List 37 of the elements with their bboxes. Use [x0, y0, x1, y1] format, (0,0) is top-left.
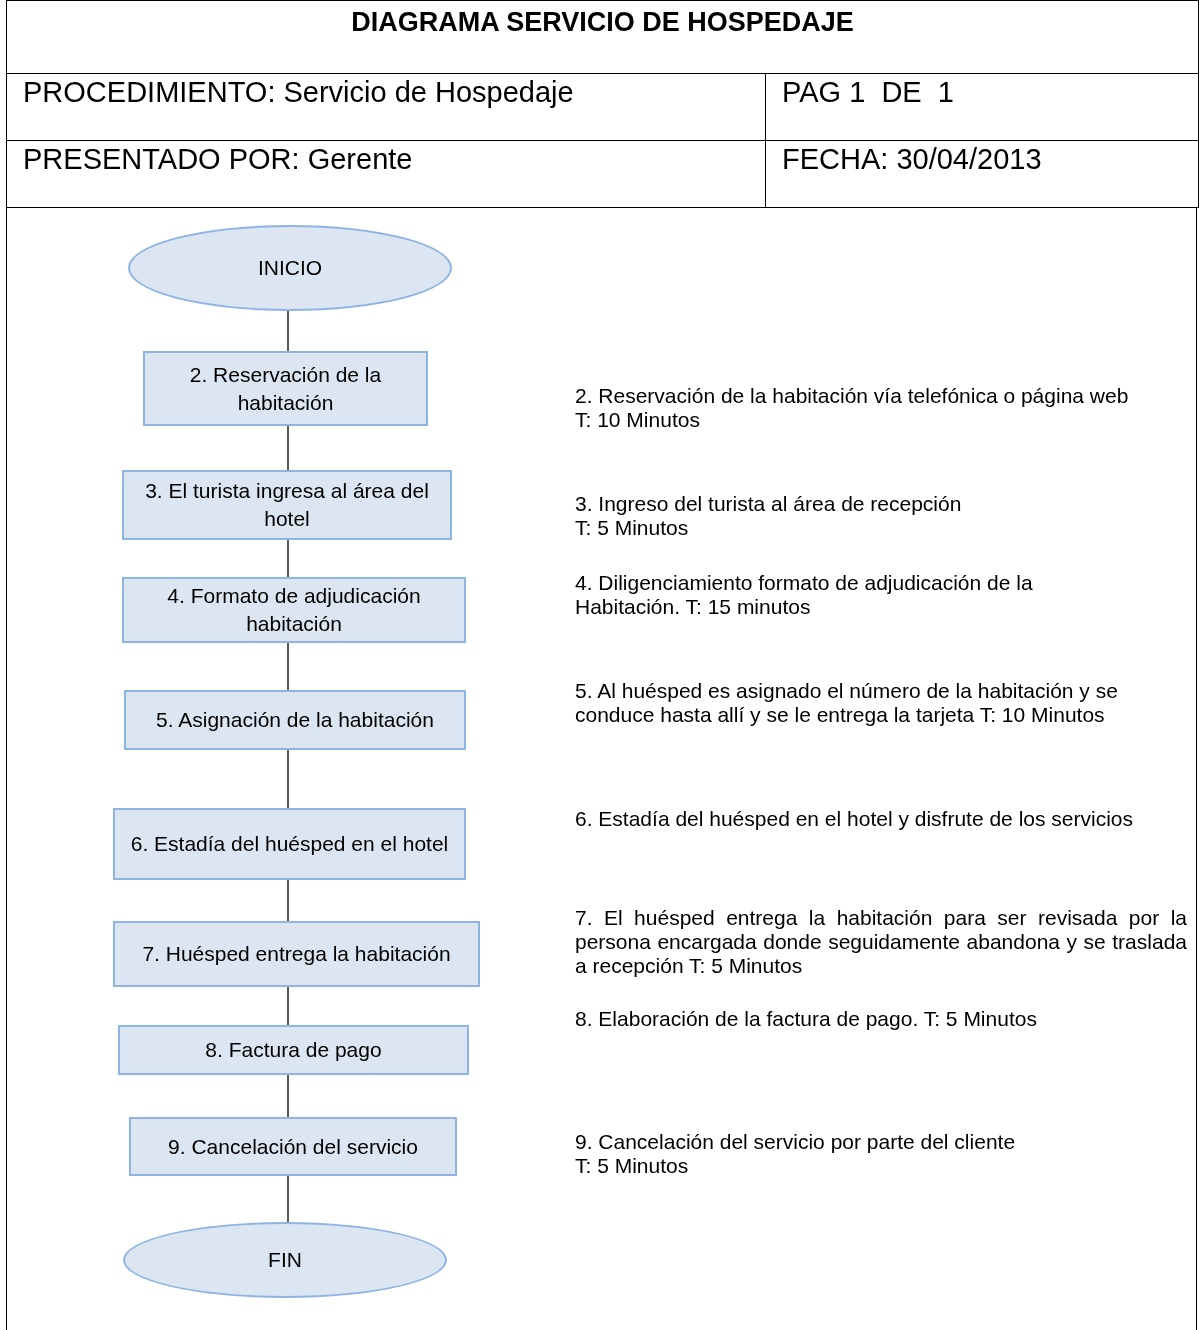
- connector-line: [287, 1175, 289, 1223]
- step-text: 9. Cancelación del servicio: [168, 1133, 418, 1160]
- connector-line: [287, 986, 289, 1026]
- step-description: 4. Diligenciamiento formato de adjudicación de la Habitación. T: 15 minutos: [575, 571, 1034, 619]
- step-description: 7. El huésped entrega la habitación para ser revisada por la persona encargada donde seguidamente abandona y se traslada a recepción T: 5 Minutos: [575, 906, 1187, 978]
- step-text: 8. Factura de pago: [205, 1037, 382, 1063]
- process-box: [124, 690, 466, 750]
- step-description: 5. Al huésped es asignado el número de la habitación y se conduce hasta allí y se le entrega la tarjeta T: 10 Minutos: [575, 679, 1119, 727]
- step-text: 7. Huésped entrega la habitación: [142, 941, 451, 967]
- step-text: 4. Formato de adjudicación habitación: [166, 583, 422, 637]
- step-text: 6. Estadía del huésped en el hotel: [130, 831, 449, 857]
- process-box: [122, 577, 466, 643]
- step-description: 9. Cancelación del servicio por parte del cliente T: 5 Minutos: [575, 1130, 1017, 1178]
- process-box: [122, 470, 452, 540]
- process-box: [113, 921, 480, 987]
- connector-line: [287, 539, 289, 578]
- step-description: 2. Reservación de la habitación vía telefónica o página web T: 10 Minutos: [575, 384, 1130, 432]
- step-text: FIN: [268, 1247, 302, 1273]
- process-box: [129, 1117, 457, 1176]
- process-box: [118, 1025, 469, 1075]
- process-box: [143, 351, 428, 426]
- step-text: 5. Asignación de la habitación: [156, 707, 434, 733]
- step-description: 6. Estadía del huésped en el hotel y disfrute de los servicios: [575, 807, 1134, 831]
- connector-line: [287, 749, 289, 809]
- diagram-title: DIAGRAMA SERVICIO DE HOSPEDAJE: [351, 7, 854, 37]
- step-text: 2. Reservación de la habitación: [188, 361, 383, 416]
- step-text: INICIO: [257, 255, 323, 281]
- connector-line: [287, 425, 289, 471]
- step-text: 3. El turista ingresa al área del hotel: [144, 478, 430, 532]
- connector-line: [287, 310, 289, 352]
- process-box: [113, 808, 466, 880]
- step-description: 8. Elaboración de la factura de pago. T: 5 Minutos: [575, 1007, 1038, 1031]
- header-field: PAG 1 DE 1: [782, 76, 954, 108]
- connector-line: [287, 642, 289, 691]
- connector-line: [287, 879, 289, 922]
- connector-line: [287, 1074, 289, 1118]
- step-description: 3. Ingreso del turista al área de recepción T: 5 Minutos: [575, 492, 963, 540]
